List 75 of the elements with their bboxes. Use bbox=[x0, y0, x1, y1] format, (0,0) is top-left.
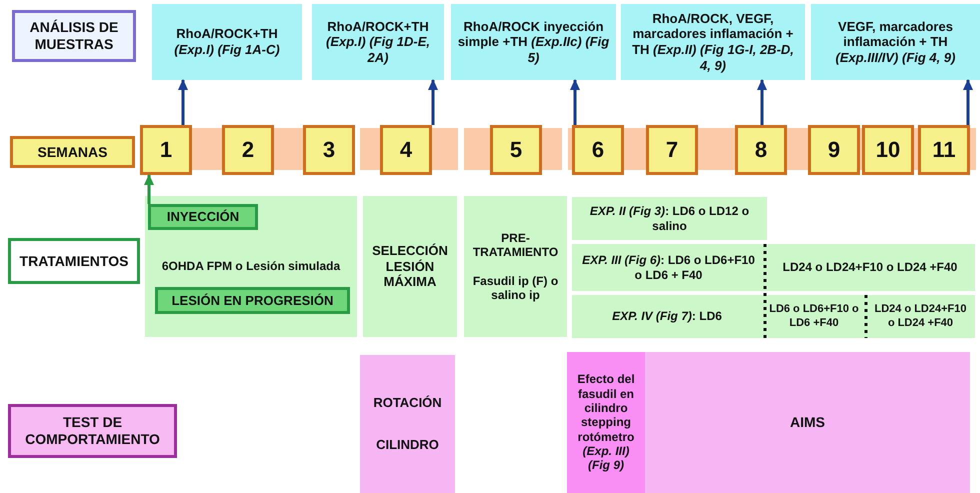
node-label: SEMANAS bbox=[37, 144, 108, 160]
arrow bbox=[757, 79, 767, 125]
treatment-panel bbox=[572, 295, 762, 338]
node-label: Efecto del fasudil en cilindro stepping rotómetro (Exp. III) (Fig 9) bbox=[576, 372, 636, 473]
node-label: ROTACIÓN bbox=[373, 395, 442, 411]
treatment-panel bbox=[464, 196, 567, 337]
stage-tag bbox=[148, 204, 258, 230]
row-header bbox=[8, 404, 177, 458]
week-box bbox=[490, 125, 542, 175]
result-box bbox=[811, 4, 980, 80]
node-label: 6OHDA FPM o Lesión simulada bbox=[162, 259, 340, 274]
node-label: SELECCIÓN LESIÓN MÁXIMA bbox=[371, 243, 449, 290]
week-box bbox=[808, 125, 860, 175]
week-box bbox=[735, 125, 787, 175]
week-number: 1 bbox=[160, 136, 172, 164]
week-box bbox=[222, 125, 274, 175]
result-box bbox=[621, 4, 805, 80]
week-box bbox=[380, 125, 432, 175]
week-number: 11 bbox=[932, 136, 956, 164]
arrow bbox=[570, 79, 580, 125]
node-label: INYECCIÓN bbox=[166, 209, 240, 225]
arrow bbox=[178, 79, 188, 125]
node-label: LD24 o LD24+F10 o LD24 +F40 bbox=[782, 260, 958, 275]
node-label: PRE- TRATAMIENTO bbox=[472, 230, 560, 260]
week-number: 3 bbox=[322, 136, 336, 164]
arrow bbox=[428, 79, 438, 125]
test-panel bbox=[567, 352, 645, 493]
row-header bbox=[12, 10, 136, 62]
week-box bbox=[862, 125, 914, 175]
test-panel bbox=[360, 355, 455, 493]
result-box bbox=[312, 4, 444, 80]
week-box bbox=[303, 125, 355, 175]
node-label: CILINDRO bbox=[376, 437, 439, 453]
node-label: RhoA/ROCK, VEGF, marcadores inflamación + TH (Exp.II) (Fig 1G-I, 2B-D, 4, 9) bbox=[631, 10, 795, 74]
arrow bbox=[963, 79, 973, 125]
node-label: AIMS bbox=[790, 414, 825, 431]
treatment-panel bbox=[145, 196, 357, 337]
week-number: 4 bbox=[400, 136, 412, 164]
node-label: TRATAMIENTOS bbox=[20, 252, 128, 270]
week-number: 5 bbox=[510, 136, 522, 164]
row-header bbox=[8, 238, 140, 284]
week-number: 9 bbox=[828, 136, 840, 164]
node-label: LD6 o LD6+F10 o LD6 +F40 bbox=[768, 303, 860, 330]
result-box bbox=[451, 4, 616, 80]
result-box bbox=[152, 4, 302, 80]
node-label: RhoA/ROCK+TH (Exp.I) (Fig 1D-E, 2A) bbox=[325, 18, 431, 66]
week-number: 6 bbox=[592, 136, 604, 164]
treatment-panel bbox=[765, 244, 975, 291]
node-label: EXP. IV (Fig 7): LD6 bbox=[612, 309, 722, 324]
node-label: EXP. II (Fig 3): LD6 o LD12 o salino bbox=[588, 204, 750, 233]
week-box bbox=[140, 125, 192, 175]
test-panel bbox=[645, 352, 970, 493]
stage-tag bbox=[155, 287, 350, 314]
node-label: TEST DE COMPORTAMIENTO bbox=[24, 414, 161, 448]
node-label: LD24 o LD24+F10 o LD24 +F40 bbox=[873, 303, 968, 330]
arrow bbox=[144, 174, 154, 204]
node-label: EXP. III (Fig 6): LD6 o LD6+F10 o LD6 + F40 bbox=[581, 253, 756, 282]
row-header bbox=[10, 136, 135, 168]
week-box bbox=[646, 125, 698, 175]
node-label: Fasudil ip (F) o salino ip bbox=[472, 274, 560, 302]
week-box bbox=[918, 125, 970, 175]
node-label: LESIÓN EN PROGRESIÓN bbox=[172, 292, 334, 308]
week-number: 8 bbox=[754, 136, 768, 164]
week-box bbox=[572, 125, 624, 175]
node-label: RhoA/ROCK+TH (Exp.I) (Fig 1A-C) bbox=[173, 26, 281, 58]
treatment-panel bbox=[363, 196, 457, 337]
node-label: ANÁLISIS DE MUESTRAS bbox=[28, 19, 120, 53]
week-number: 7 bbox=[666, 136, 678, 164]
week-number: 10 bbox=[876, 136, 900, 164]
treatment-panel bbox=[866, 295, 975, 338]
week-number: 2 bbox=[242, 136, 254, 164]
treatment-panel bbox=[572, 197, 767, 240]
node-label: RhoA/ROCK inyección simple +TH (Exp.IIc) (Fig 5) bbox=[456, 18, 610, 66]
node-label: VEGF, marcadores inflamación + TH (Exp.III/IV) (Fig 4, 9) bbox=[834, 18, 956, 66]
treatment-panel bbox=[572, 244, 765, 291]
